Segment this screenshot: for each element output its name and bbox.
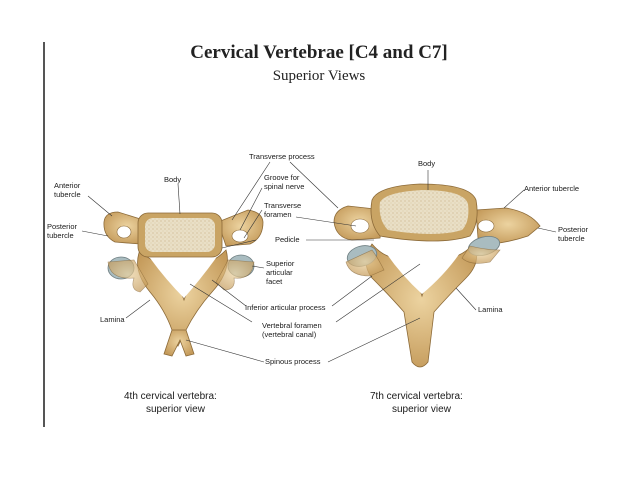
label-vertebral-foramen-2: (vertebral canal) <box>262 330 317 339</box>
c4-right-transverse-process <box>217 209 264 247</box>
c4-vertebral-foramen <box>150 254 216 298</box>
caption-c4-line1: 4th cervical vertebra: <box>124 391 217 402</box>
left-border-rule <box>43 42 45 427</box>
caption-c7-line1: 7th cervical vertebra: <box>370 391 463 402</box>
c4-body-surface <box>145 218 215 252</box>
c4-left-transverse-foramen <box>116 225 132 239</box>
page-subtitle: Superior Views <box>272 68 366 84</box>
label-lamina-c4: Lamina <box>100 315 125 324</box>
label-inferior-articular-process: Inferior articular process <box>245 303 326 312</box>
label-posterior-tubercle-c7-1: Posterior <box>558 225 589 234</box>
label-lamina-c7: Lamina <box>478 305 503 314</box>
label-body-c7: Body <box>418 159 435 168</box>
c7-body-surface <box>379 190 469 234</box>
leader-lines <box>81 161 557 363</box>
c7-vertebra <box>333 183 541 368</box>
label-transverse-process: Transverse process <box>249 152 315 161</box>
label-groove-1: Groove for <box>264 173 300 182</box>
label-body-c4: Body <box>164 175 181 184</box>
label-posterior-tubercle-left-1: Posterior <box>47 222 78 231</box>
label-posterior-tubercle-left-2: tubercle <box>47 231 74 240</box>
label-superior-facet-1: Superior <box>266 259 295 268</box>
c4-vertebra <box>103 209 264 357</box>
label-spinous-process: Spinous process <box>265 357 321 366</box>
c7-right-transverse-foramen <box>477 219 495 233</box>
page-title: Cervical Vertebrae [C4 and C7] <box>190 42 448 63</box>
label-transverse-foramen-1: Transverse <box>264 201 301 210</box>
label-superior-facet-3: facet <box>266 277 283 286</box>
caption-c7-line2: superior view <box>392 404 452 415</box>
label-anterior-tubercle-c7: Anterior tubercle <box>524 184 579 193</box>
label-superior-facet-2: articular <box>266 268 293 277</box>
label-vertebral-foramen-1: Vertebral foramen <box>262 321 322 330</box>
label-anterior-tubercle-left-2: tubercle <box>54 190 81 199</box>
label-anterior-tubercle-left-1: Anterior <box>54 181 81 190</box>
label-transverse-foramen-2: foramen <box>264 210 292 219</box>
label-posterior-tubercle-c7-2: tubercle <box>558 234 585 243</box>
c7-vertebral-foramen <box>384 245 462 294</box>
c4-spinous-process <box>163 329 195 357</box>
label-groove-2: spinal nerve <box>264 182 304 191</box>
caption-c4-line2: superior view <box>146 404 206 415</box>
label-pedicle: Pedicle <box>275 235 300 244</box>
c7-left-transverse-foramen <box>350 218 370 234</box>
